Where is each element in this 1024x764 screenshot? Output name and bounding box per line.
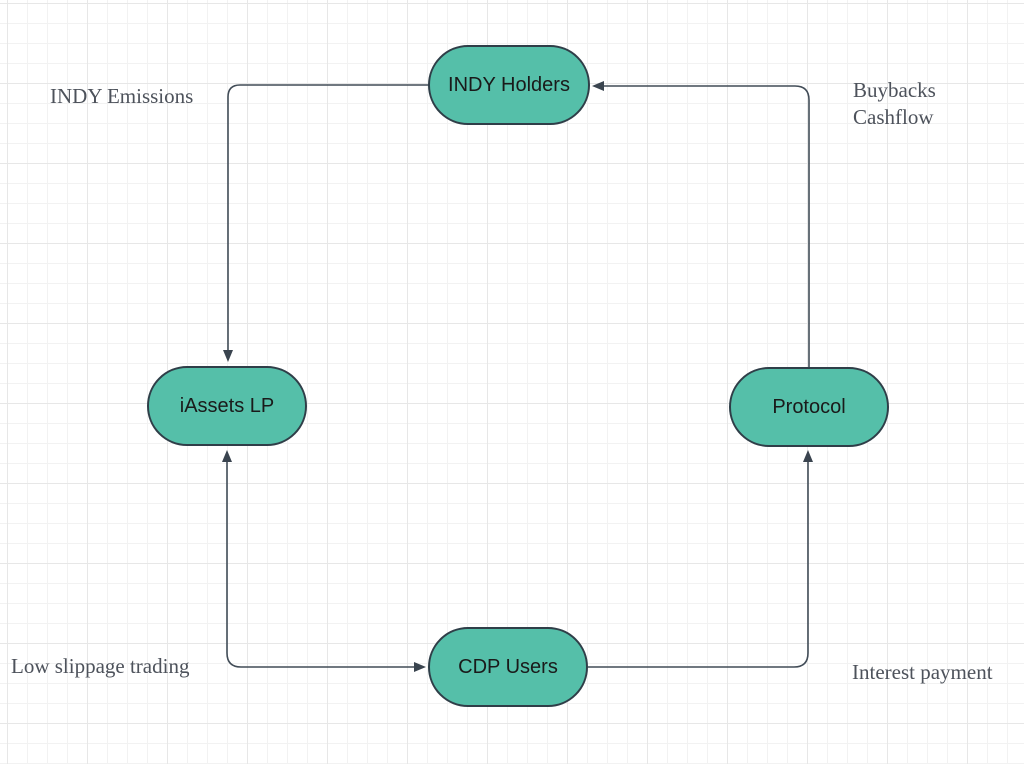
annotation-buybacks-cashflow[interactable]: Buybacks Cashflow — [853, 77, 936, 131]
annotation-low-slippage-trading[interactable]: Low slippage trading — [11, 653, 189, 680]
node-iassets-lp[interactable]: iAssets LP — [147, 366, 307, 446]
node-cdp-users-label: CDP Users — [458, 655, 558, 678]
node-iassets-lp-label: iAssets LP — [179, 394, 275, 417]
edge-indy-holders-to-iassets-lp[interactable] — [223, 84, 429, 362]
edge-protocol-to-indy-holders[interactable] — [592, 81, 810, 367]
annotation-indy-emissions-text: INDY Emissions — [50, 84, 194, 108]
node-protocol[interactable]: Protocol — [729, 367, 889, 447]
annotation-buybacks-line: Buybacks — [853, 78, 936, 102]
node-indy-holders[interactable]: INDY Holders — [428, 45, 590, 125]
edge-cdp-users-to-protocol[interactable] — [588, 450, 813, 668]
annotation-indy-emissions[interactable]: INDY Emissions — [50, 83, 193, 110]
annotation-interest-payment-text: Interest payment — [852, 660, 993, 684]
node-indy-holders-label: INDY Holders — [448, 73, 570, 96]
edge-iassets-lp-cdp-users-two-way[interactable] — [222, 450, 426, 672]
node-protocol-label: Protocol — [772, 395, 846, 418]
node-cdp-users[interactable]: CDP Users — [428, 627, 588, 707]
annotation-interest-payment[interactable]: Interest payment — [852, 659, 993, 686]
annotation-cashflow-line: Cashflow — [853, 105, 934, 129]
annotation-low-slippage-text: Low slippage trading — [11, 654, 190, 678]
